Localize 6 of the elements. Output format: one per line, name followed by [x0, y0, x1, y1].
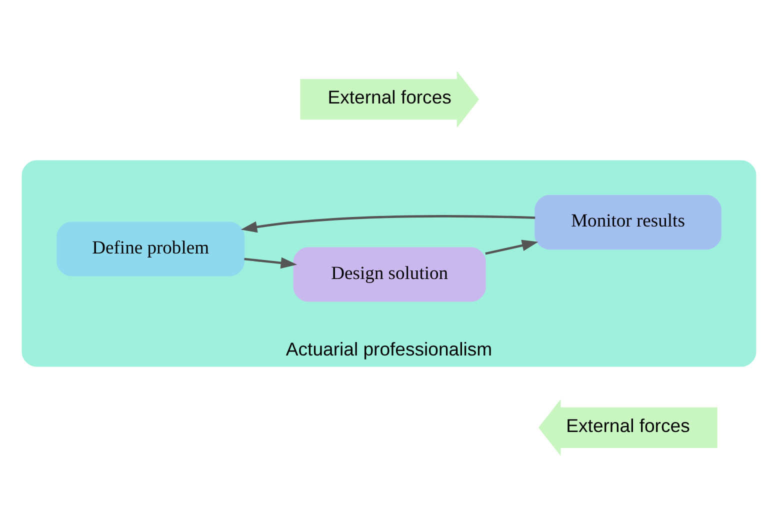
arrow	[485, 240, 538, 255]
node-box: Define problem	[56, 222, 245, 276]
node-box: Design solution	[293, 247, 486, 302]
node-box: Monitor results	[534, 195, 722, 250]
arrow	[244, 257, 298, 269]
arrow	[240, 215, 536, 233]
